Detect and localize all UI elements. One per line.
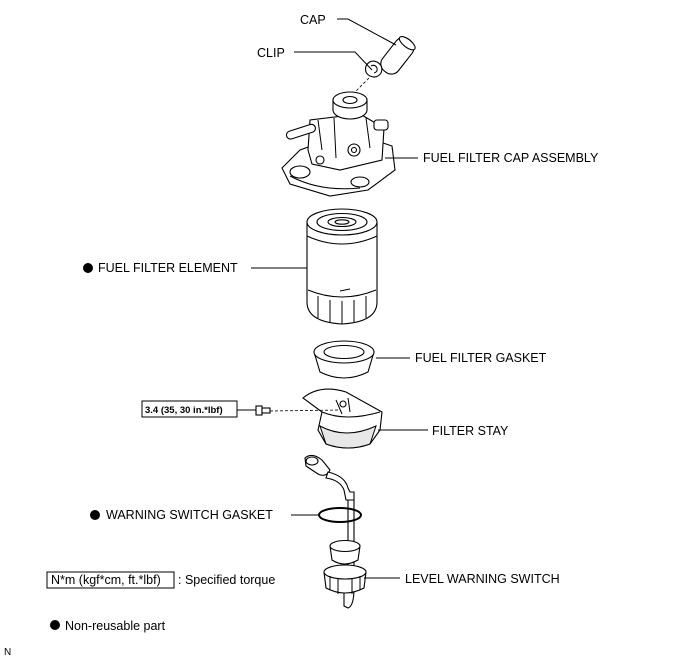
cap-part (380, 35, 416, 75)
torque-spec-box (141, 400, 238, 418)
element-label: FUEL FILTER ELEMENT (98, 261, 238, 275)
element-nonreusable-dot (83, 263, 93, 273)
level-switch-label: LEVEL WARNING SWITCH (405, 572, 560, 586)
legend-torque-text: : Specified torque (178, 573, 275, 587)
fuel-filter-element-part (306, 208, 378, 325)
bolt-dashed-line (269, 409, 341, 412)
fuel-filter-cap-assembly-part (281, 91, 396, 197)
gasket-label: FUEL FILTER GASKET (415, 351, 547, 365)
legend-torque-box (46, 571, 175, 589)
clip-leader (294, 51, 373, 71)
legend-torque-units: N*m (kgf*cm, ft.*lbf) (51, 573, 161, 587)
cap-leader (337, 18, 397, 46)
filter-stay-part (302, 388, 383, 449)
level-warning-switch-part (304, 454, 367, 609)
legend-nonreusable-dot (50, 620, 60, 630)
clip-part (364, 60, 383, 78)
warning-gasket-nonreusable-dot (90, 510, 100, 520)
cap-label: CAP (300, 13, 326, 27)
warning-switch-gasket-part (318, 507, 362, 523)
fuel-filter-gasket-part (313, 340, 375, 379)
clip-label: CLIP (257, 46, 285, 60)
filter-stay-label: FILTER STAY (432, 424, 509, 438)
stay-bolt (255, 405, 271, 416)
legend-nonreusable-text: Non-reusable part (65, 619, 166, 633)
warning-gasket-label: WARNING SWITCH GASKET (106, 508, 273, 522)
corner-mark: N (4, 647, 11, 658)
torque-spec-value: 3.4 (35, 30 in.*lbf) (145, 405, 223, 416)
cap-assembly-label: FUEL FILTER CAP ASSEMBLY (423, 151, 599, 165)
